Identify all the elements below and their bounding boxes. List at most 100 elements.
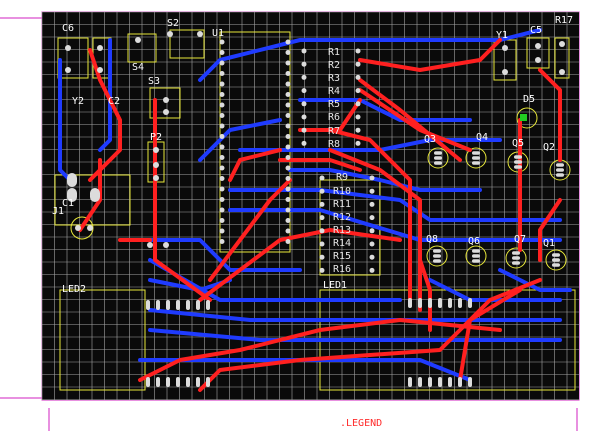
component-pad	[153, 147, 159, 153]
resistor-pad	[369, 188, 375, 194]
resistor-pad	[301, 101, 307, 107]
label-r5: R5	[328, 99, 340, 110]
resistor-pad	[319, 241, 325, 247]
u1-pin	[285, 239, 291, 244]
label-c1: C1	[62, 198, 74, 209]
label-c6: C6	[62, 23, 74, 34]
resistor-pad	[369, 175, 375, 181]
transistor-pad	[472, 156, 480, 160]
component-pad	[163, 97, 169, 103]
u1-pin	[219, 186, 225, 192]
led2-pin	[206, 300, 210, 310]
u1-pin	[219, 60, 225, 66]
transistor-pad	[472, 249, 480, 253]
transistor-pad	[433, 249, 441, 253]
u1-pin	[219, 165, 225, 171]
resistor-pad	[319, 201, 325, 207]
connector-pad	[67, 188, 77, 202]
grid	[41, 11, 579, 400]
pads	[65, 31, 565, 387]
u1-pin	[219, 218, 225, 223]
led1-pin	[458, 377, 462, 387]
transistor-pad	[434, 151, 442, 155]
u1-pin	[285, 155, 291, 160]
led2-pin	[196, 300, 200, 310]
u1-pin	[219, 39, 225, 45]
component-pad	[65, 45, 71, 51]
led1-pin	[408, 298, 412, 308]
component-pad	[65, 67, 71, 73]
label-r13: R13	[333, 225, 351, 236]
label-r10: R10	[333, 186, 351, 197]
transistor-pad	[434, 161, 442, 165]
led1-pin	[428, 298, 432, 308]
u1-pin	[285, 176, 291, 181]
label-c2: C2	[108, 96, 120, 107]
led2-pin	[206, 377, 210, 387]
u1-pin	[219, 228, 225, 234]
resistor-pad	[355, 74, 361, 80]
resistor-pad	[369, 267, 375, 273]
u1-pin	[285, 71, 291, 76]
component-pad	[197, 31, 203, 37]
resistor-pad	[301, 114, 307, 120]
component-pad	[163, 109, 169, 115]
led1-pin	[438, 298, 442, 308]
transistor-pad	[472, 254, 480, 258]
resistor-pad	[319, 267, 325, 273]
transistor-pad	[556, 173, 564, 177]
u1-pin	[285, 123, 291, 129]
label-s2: S2	[167, 18, 179, 29]
label-q3: Q3	[424, 134, 436, 145]
label-r7: R7	[328, 126, 340, 137]
u1-pin	[285, 134, 291, 139]
resistor-pad	[355, 127, 361, 133]
led2-pin	[186, 377, 190, 387]
transistor-pad	[514, 155, 522, 159]
u1-pin	[219, 81, 225, 87]
label-r3: R3	[328, 73, 340, 84]
top-traces	[78, 38, 562, 392]
led1-pin	[448, 377, 452, 387]
resistor-pad	[369, 201, 375, 207]
transistor-pad	[472, 259, 480, 263]
label-q7: Q7	[514, 234, 526, 245]
transistor-pad	[514, 160, 522, 164]
component-pad	[502, 45, 508, 51]
transistor-pad	[433, 254, 441, 258]
transistor-pad	[556, 163, 564, 167]
component-pad	[153, 175, 159, 181]
led2-pin	[196, 377, 200, 387]
u1-pin	[285, 207, 291, 213]
led1-pin	[438, 377, 442, 387]
resistor-pad	[319, 228, 325, 234]
label-r15: R15	[333, 251, 351, 262]
component-pad	[147, 242, 153, 248]
resistor-pad	[355, 61, 361, 67]
label-s3: S3	[148, 76, 160, 87]
u1-pin	[285, 228, 291, 234]
u1-pin	[285, 50, 291, 55]
resistor-pad	[301, 140, 307, 146]
u1-pin	[285, 218, 291, 223]
label-r14: R14	[333, 238, 351, 249]
transistor-pad	[552, 263, 560, 267]
label-r9: R9	[336, 172, 348, 183]
u1-pin	[285, 60, 291, 66]
component-pad	[559, 69, 565, 75]
resistor-pad	[301, 88, 307, 94]
label-r11: R11	[333, 199, 351, 210]
u1-pin	[285, 39, 291, 45]
resistor-pad	[301, 61, 307, 67]
transistor-pad	[512, 251, 520, 255]
led1-pin	[468, 298, 472, 308]
component-labels: C6 S2 U1 Y1 C5 R17 Y2 C2 S4 S3 R1 R2 R3 …	[52, 15, 573, 295]
u1-pin	[285, 92, 291, 97]
component-pad	[167, 31, 173, 37]
label-r16: R16	[333, 264, 351, 275]
led1-pin	[418, 377, 422, 387]
transistor-pad	[514, 165, 522, 169]
label-q2: Q2	[543, 142, 555, 153]
component-pad	[97, 45, 103, 51]
